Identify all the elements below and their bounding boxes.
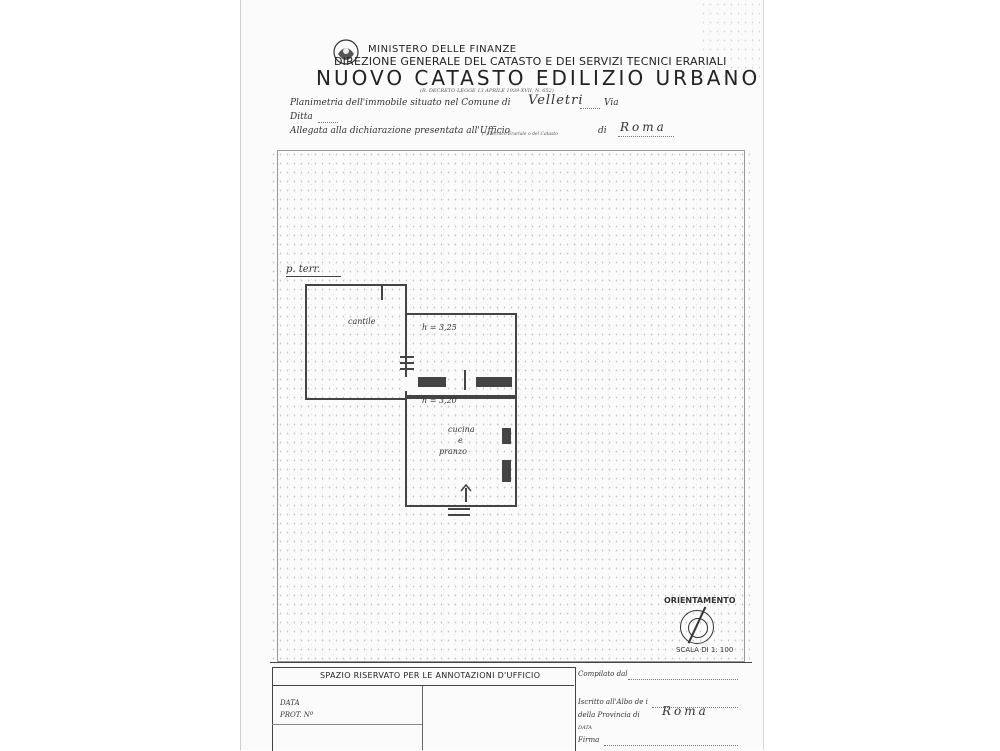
room-cucina: [405, 395, 517, 507]
decree-reference: (R. DECRETO-LEGGE 13 APRILE 1939-XVII, N…: [420, 88, 554, 94]
direzione-name: DIREZIONE GENERALE DEL CATASTO E DEI SER…: [334, 55, 727, 68]
office-annotation-title: SPAZIO RISERVATO PER LE ANNOTAZIONI D'UF…: [320, 671, 541, 680]
firma-dots: [604, 745, 738, 746]
bottom-section: [270, 662, 752, 751]
provincia-value: Roma: [662, 704, 709, 718]
ufficio-value: Roma: [620, 120, 667, 134]
floor-label: p. terr.: [286, 264, 321, 275]
compilato-dots: [628, 679, 738, 680]
floor-label-underline: [286, 276, 341, 277]
height-label-upper: h = 3,25: [422, 323, 457, 332]
office-divider: [422, 686, 423, 750]
emblem-icon: [333, 39, 359, 65]
entry-arrow-icon: [460, 484, 472, 492]
stair-1: [400, 356, 414, 358]
ministry-name: MINISTERO DELLE FINANZE: [368, 44, 517, 55]
allegata-label: Allegata alla dichiarazione presentata a…: [290, 126, 511, 136]
compiler-data-label: DATA: [578, 725, 593, 731]
room-cantina-label: cantile: [348, 317, 376, 326]
compilato-label: Compilato dal: [578, 670, 628, 678]
entry-arrow: [465, 488, 467, 502]
room-cantina: [305, 284, 407, 400]
ditta-label: Ditta: [290, 112, 313, 122]
room-cucina-label-2: e: [458, 436, 463, 445]
ufficio-note: (*) Tecnico Erariale o del Catasto: [482, 132, 558, 137]
comune-dots: [580, 108, 600, 109]
office-annotation-box: [272, 667, 576, 751]
planimetria-label: Planimetria dell'immobile situato nel Co…: [290, 98, 511, 108]
scan-noise-corner: [700, 0, 760, 80]
iscritto-dots: [652, 707, 738, 708]
scan-noise: [270, 150, 750, 660]
floor-plan-frame: [277, 150, 745, 662]
room-cucina-label-1: cucina: [448, 425, 475, 434]
orientation-label: ORIENTAMENTO: [664, 596, 736, 605]
door-mark: [464, 370, 466, 390]
iscritto-label: Iscritto all'Albo de i: [578, 698, 648, 706]
partition-left: [418, 377, 446, 387]
height-label-lower: h = 3,20: [422, 396, 457, 405]
compass-icon: [680, 606, 714, 644]
entry-step-1: [448, 508, 470, 510]
office-data-label: DATA: [280, 699, 300, 707]
office-annotation-header: [272, 667, 574, 686]
provincia-label: della Provincia di: [578, 711, 640, 719]
cantina-inner-mark: [381, 286, 383, 300]
document-title: NUOVO CATASTO EDILIZIO URBANO: [316, 66, 761, 90]
ditta-dots: [318, 122, 338, 123]
scale-label: SCALA DI 1: 100: [676, 646, 734, 654]
office-prot-label: PROT. Nº: [280, 711, 314, 719]
via-label: Via: [604, 98, 619, 108]
room-cucina-label-3: pranzo: [439, 447, 467, 456]
comune-value: Velletri: [528, 93, 584, 108]
kitchen-unit: [502, 460, 511, 482]
fireplace: [502, 428, 511, 444]
stair-2: [400, 362, 414, 364]
stair-3: [400, 368, 414, 370]
entry-step-2: [448, 514, 470, 516]
partition-right: [476, 377, 512, 387]
di-label: di: [598, 126, 607, 136]
firma-label: Firma: [578, 736, 600, 744]
ufficio-dots: [618, 136, 674, 137]
office-row-line: [272, 724, 422, 725]
